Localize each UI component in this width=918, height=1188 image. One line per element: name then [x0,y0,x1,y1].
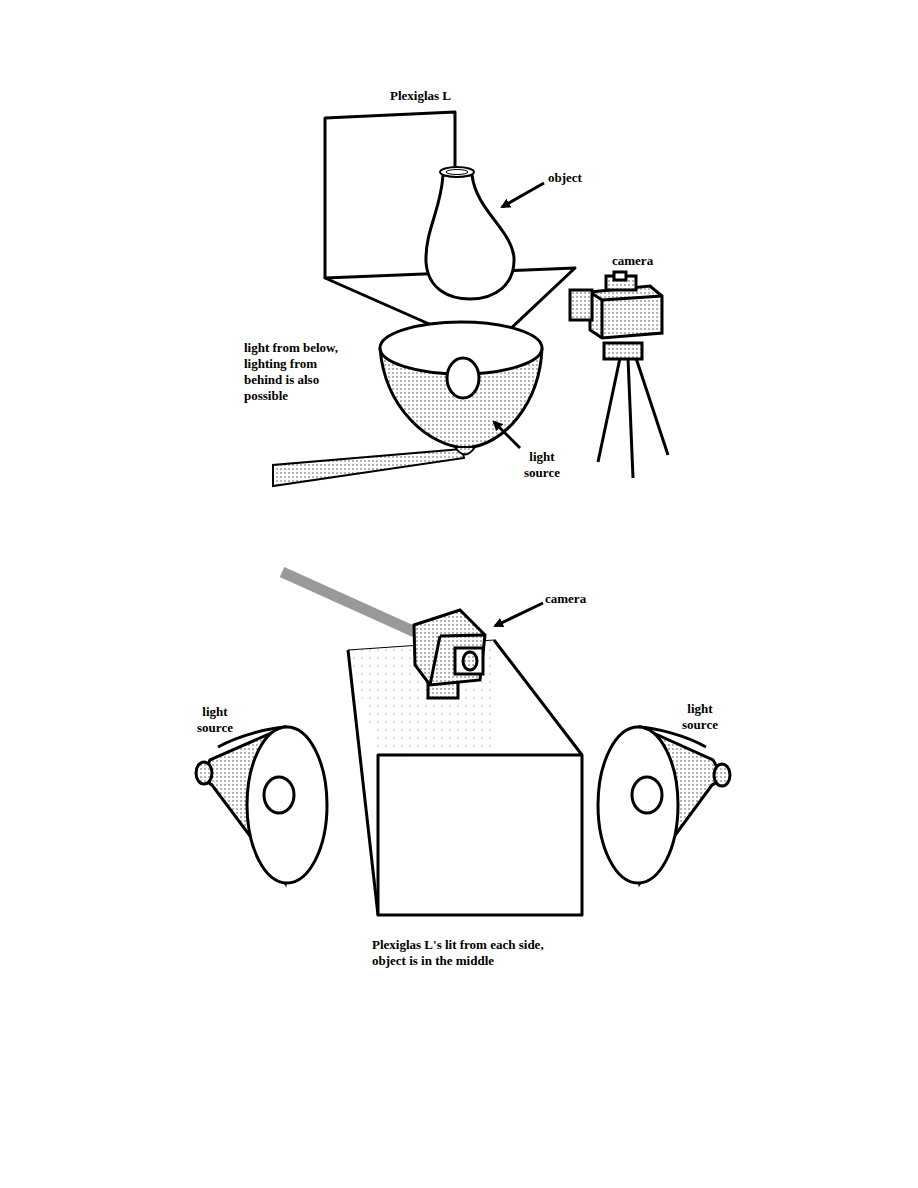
part-label: light source [672,701,728,733]
part-label: camera [545,591,625,607]
camera-cable [282,572,415,632]
caption-label: Plexiglas L's lit from each side, object… [372,937,550,969]
leader-line [502,183,544,207]
part-label: light source [516,449,568,481]
leader-line [494,422,520,448]
part-label: object [548,170,628,186]
part-label: Plexiglas L [390,88,500,104]
note-label: light from below, lighting from behind i… [244,340,344,404]
lamp-right [598,727,730,883]
camera-tripod [570,272,668,478]
lamp-left [196,727,327,883]
plexiglas-l [325,112,575,350]
camera-top [414,610,485,698]
part-label: camera [612,253,692,269]
flask [426,167,514,299]
leader-line [495,603,543,626]
part-label: light source [187,704,243,736]
